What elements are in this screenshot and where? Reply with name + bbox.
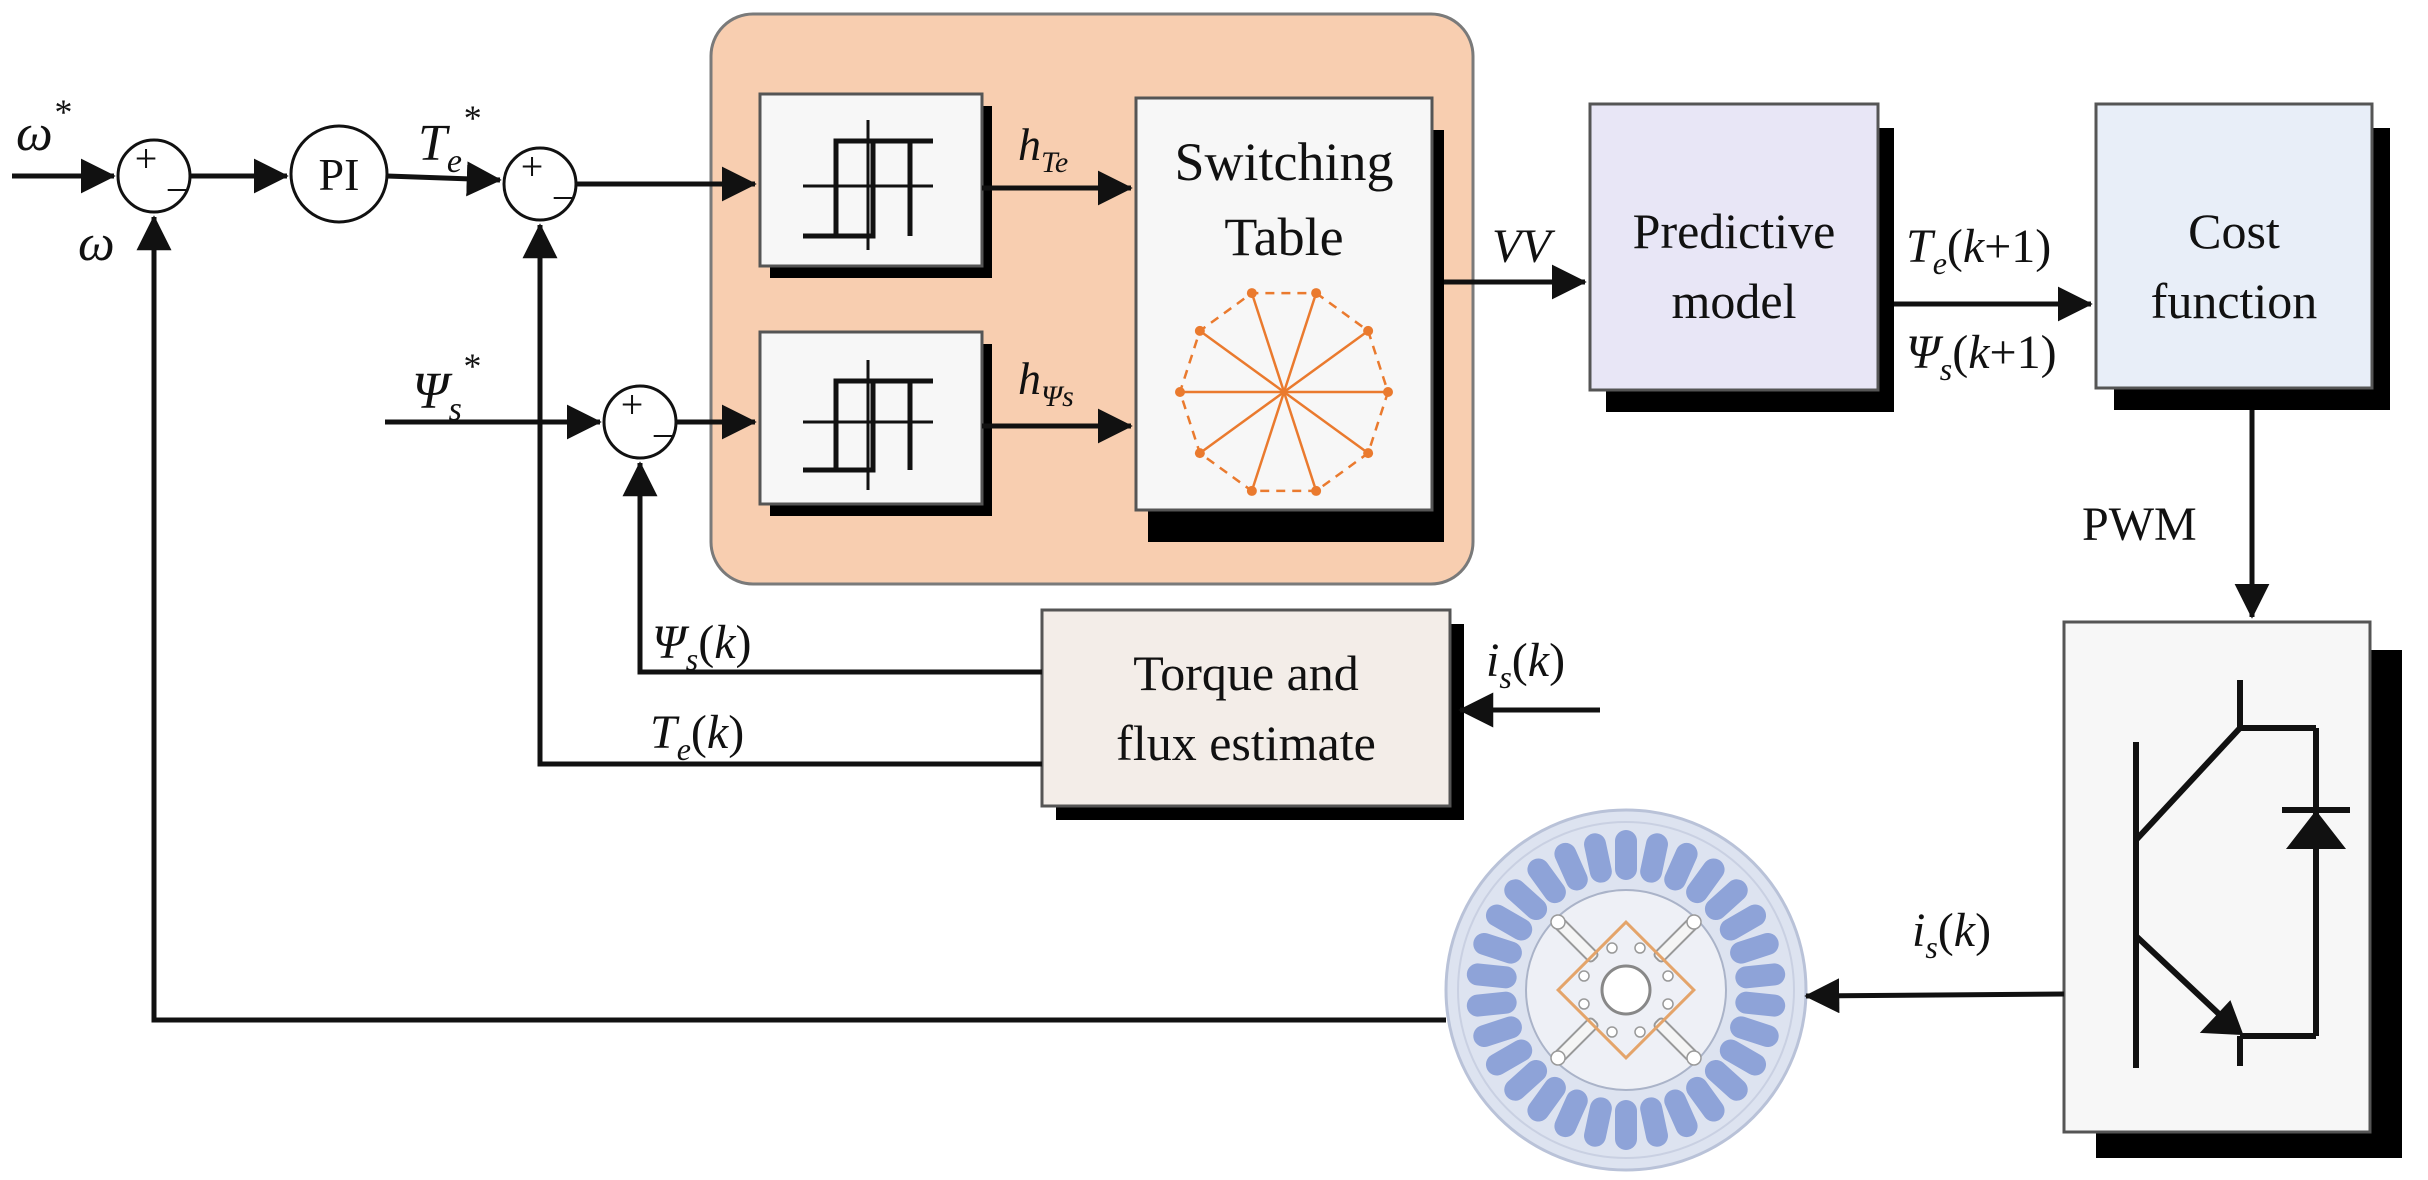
voltage-vector-icon (1175, 288, 1393, 496)
estimator-line1: Torque and (1133, 645, 1359, 701)
predictive-model-block: Predictive model (1588, 102, 1894, 412)
predicted-torque-label: Te(k+1) (1906, 220, 2051, 281)
pi-label: PI (319, 149, 360, 200)
svg-text:+: + (521, 144, 544, 189)
torque-summing-junction: + _ (502, 144, 578, 222)
svg-text:_: _ (553, 158, 575, 203)
speed-reference-label: ω* (16, 92, 71, 162)
signal-wires (12, 158, 2270, 1023)
speed-feedback-label: ω (78, 215, 115, 272)
hysteresis-icon (803, 120, 933, 250)
predictive-model-line2: model (1672, 273, 1797, 329)
inverter-block (2062, 620, 2402, 1158)
cost-function-block: Cost function (2094, 102, 2390, 410)
cost-function-line2: function (2151, 273, 2318, 329)
flux-feedback-label: Ψs(k) (652, 616, 751, 677)
torque-feedback-label: Te(k) (650, 706, 744, 767)
predictive-model-line1: Predictive (1633, 203, 1836, 259)
pi-controller: PI (289, 124, 389, 224)
flux-reference-label: Ψs* (412, 346, 480, 428)
torque-hysteresis-output-label: hTe (1018, 119, 1068, 179)
switching-table-line2: Table (1224, 207, 1343, 267)
hysteresis-icon (803, 360, 933, 490)
torque-flux-estimator-block: Torque and flux estimate (1040, 608, 1464, 820)
svg-text:+: + (135, 136, 158, 181)
switching-table-line1: Switching (1174, 132, 1393, 192)
motor-cross-section-icon (1444, 808, 1808, 1172)
flux-summing-junction: + _ (602, 382, 678, 460)
voltage-vector-label: VV (1492, 220, 1555, 273)
estimator-current-input-label: is(k) (1486, 634, 1565, 695)
predicted-flux-label: Ψs(k+1) (1906, 326, 2057, 387)
estimator-line2: flux estimate (1116, 715, 1376, 771)
speed-summing-junction: + _ (116, 136, 192, 214)
torque-hysteresis-block (758, 92, 992, 278)
svg-text:+: + (621, 382, 644, 427)
svg-text:_: _ (167, 150, 189, 195)
switching-table-block: Switching Table (1134, 96, 1444, 542)
motor-current-label: is(k) (1912, 904, 1991, 965)
torque-reference-label: Te* (418, 98, 480, 180)
svg-text:_: _ (653, 396, 675, 441)
flux-hysteresis-output-label: hΨs (1018, 353, 1074, 413)
pwm-label: PWM (2082, 498, 2197, 551)
cost-function-line1: Cost (2188, 203, 2280, 259)
flux-hysteresis-block (758, 330, 992, 516)
igbt-diode-icon (2133, 680, 2350, 1068)
